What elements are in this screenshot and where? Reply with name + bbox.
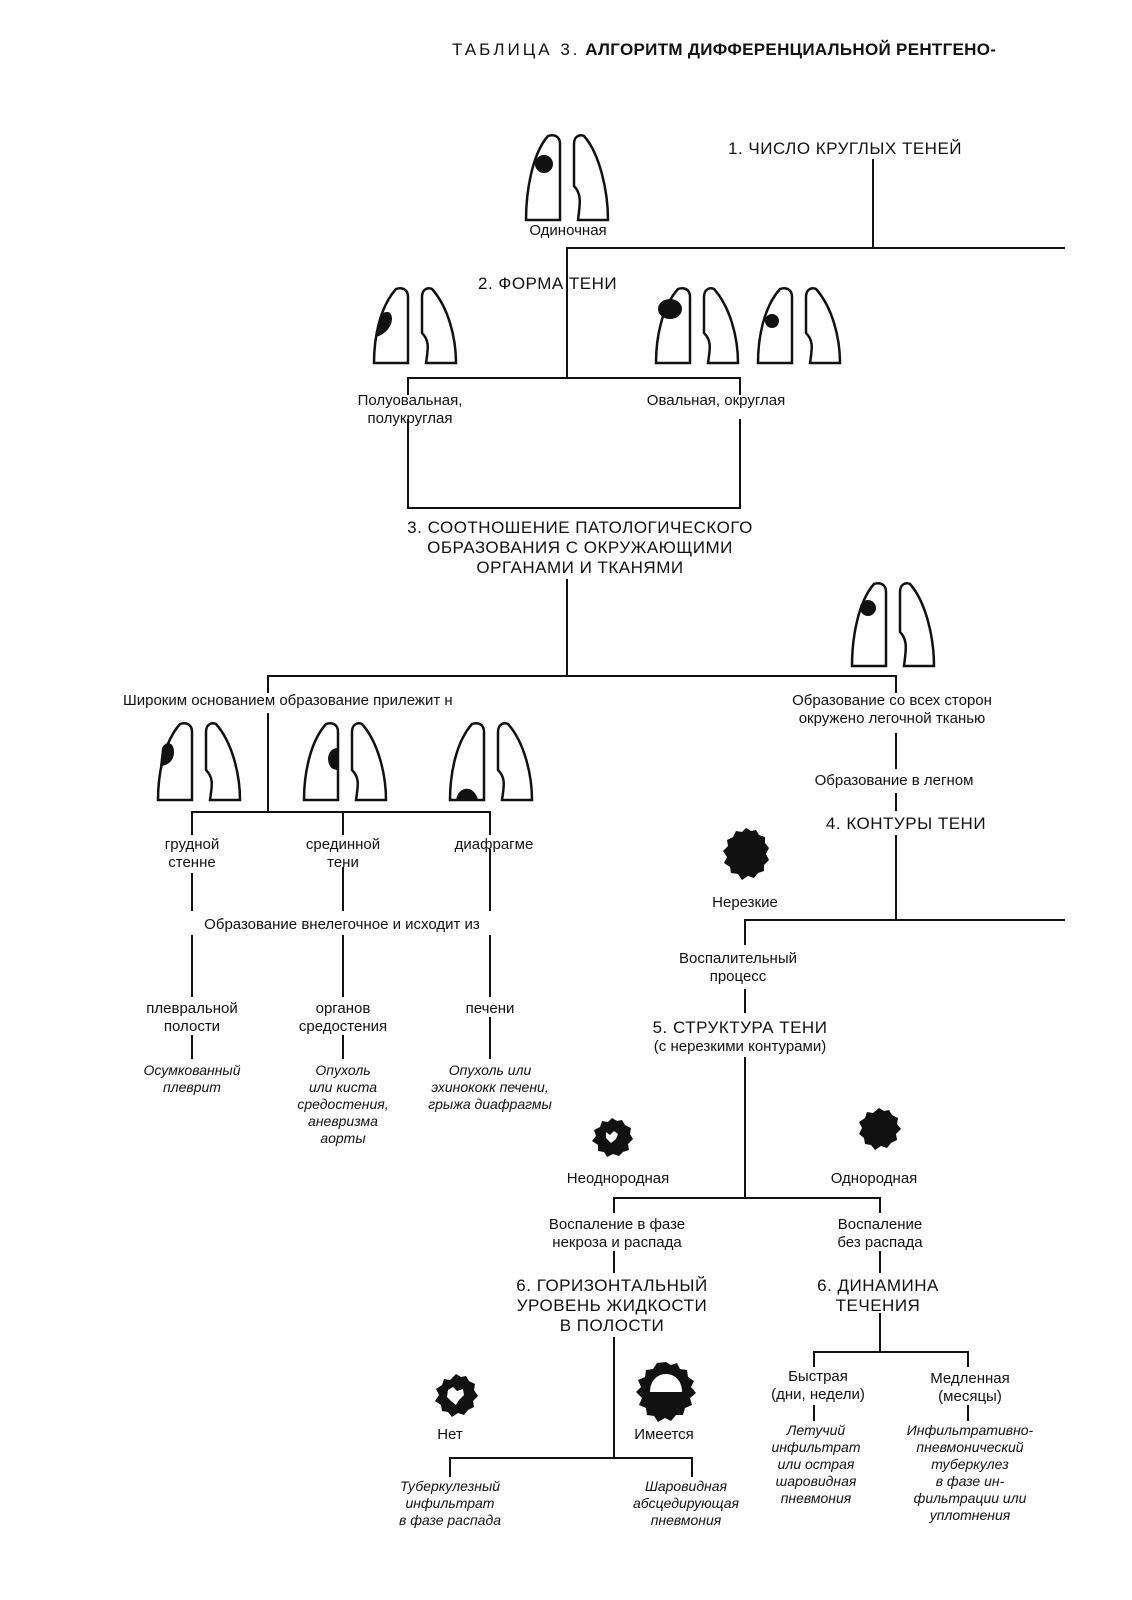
- single-shadow-label: Одиночная: [529, 222, 607, 239]
- cavity-without-level-icon: [435, 1374, 478, 1417]
- step4-heading: 4. КОНТУРЫ ТЕНИ: [825, 814, 987, 833]
- diaphragm-label: диафрагме: [454, 836, 534, 853]
- slow-dynamics-label: Медленная(месяцы): [930, 1370, 1010, 1405]
- table-title: ТАБЛИЦА 3. АЛГОРИТМ ДИФФЕРЕНЦИАЛЬНОЙ РЕН…: [452, 40, 996, 60]
- lungs-semioval-shadow-icon: [372, 287, 458, 365]
- step1-heading: 1. ЧИСЛО КРУГЛЫХ ТЕНЕЙ: [728, 139, 963, 158]
- in-lung-label: Образование в легном: [814, 772, 974, 789]
- liver-label: печени: [465, 1000, 515, 1017]
- unclear-contour-label: Нерезкие: [712, 894, 778, 911]
- lungs-chest-wall-shadow-icon: [156, 722, 242, 802]
- title-prefix: ТАБЛИЦА 3.: [452, 40, 581, 59]
- step5-heading: 5. СТРУКТУРА ТЕНИ(с нерезкими контурами): [652, 1018, 828, 1055]
- lungs-median-shadow-icon: [302, 722, 388, 802]
- cavity-with-fluid-level-icon: [636, 1362, 696, 1422]
- lungs-oval-shadow-icon: [654, 287, 740, 365]
- no-fluid-level-label: Нет: [437, 1426, 463, 1443]
- broad-base-label: Широким основанием образование прилежит …: [123, 692, 453, 709]
- lungs-round-shadow-icon: [756, 287, 842, 365]
- oval-label: Овальная, округлая: [646, 392, 786, 409]
- unclear-contour-shadow-icon: [723, 828, 769, 880]
- lungs-diaphragm-shadow-icon: [448, 722, 534, 802]
- title-main: АЛГОРИТМ ДИФФЕРЕНЦИАЛЬНОЙ РЕНТГЕНО-: [585, 40, 997, 59]
- lungs-single-shadow-icon: [524, 134, 610, 222]
- heterogeneous-label: Неоднородная: [566, 1170, 670, 1187]
- heterogeneous-shadow-icon: [592, 1118, 633, 1157]
- extrapulmonary-label: Образование внелегочное и исходит из: [204, 916, 480, 933]
- homogeneous-label: Однородная: [830, 1170, 918, 1187]
- lungs-surrounded-shadow-icon: [850, 582, 936, 668]
- fast-dynamics-label: Быстрая(дни, недели): [771, 1368, 865, 1403]
- semi-oval-label: Полуовальная,полукруглая: [357, 392, 463, 427]
- homogeneous-shadow-icon: [859, 1108, 901, 1150]
- step2-heading: 2. ФОРМА ТЕНИ: [478, 274, 618, 293]
- fluid-level-present-label: Имеется: [634, 1426, 694, 1443]
